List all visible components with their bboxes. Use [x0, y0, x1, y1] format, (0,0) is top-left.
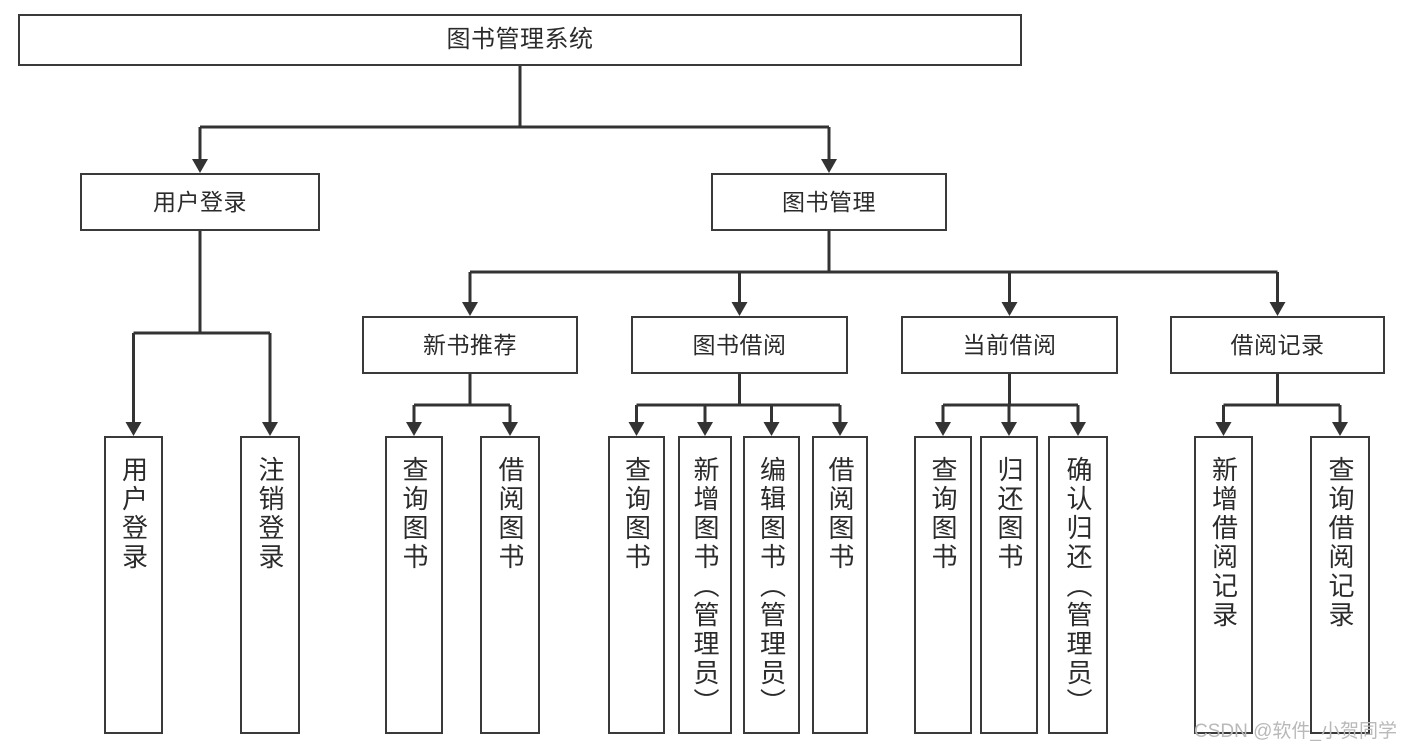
- node-book-management[interactable]: 图书管理: [711, 173, 947, 231]
- leaf-borrow-book-recommend-label: 借阅图书: [495, 456, 525, 572]
- leaf-return-book-label: 归还图书: [994, 456, 1024, 572]
- node-root[interactable]: 图书管理系统: [18, 14, 1022, 66]
- leaf-add-borrow-record-label: 新增借阅记录: [1208, 456, 1239, 630]
- node-borrow-record-label: 借阅记录: [1230, 331, 1325, 358]
- leaf-borrow-book[interactable]: 借阅图书: [812, 436, 868, 734]
- leaf-borrow-book-label: 借阅图书: [825, 456, 855, 572]
- node-root-label: 图书管理系统: [446, 26, 594, 54]
- node-user-login[interactable]: 用户登录: [80, 173, 320, 231]
- leaf-query-book-borrow[interactable]: 查询图书: [608, 436, 665, 734]
- leaf-query-book-current-label: 查询图书: [928, 456, 958, 572]
- node-current-borrow-label: 当前借阅: [962, 331, 1057, 358]
- leaf-logout-label: 注销登录: [255, 456, 285, 572]
- leaf-user-login[interactable]: 用户登录: [104, 436, 163, 734]
- leaf-add-book-admin-label: 新增图书（管理员）: [690, 456, 720, 717]
- leaf-confirm-return-admin[interactable]: 确认归还（管理员）: [1048, 436, 1108, 734]
- leaf-query-borrow-record-label: 查询借阅记录: [1325, 456, 1355, 630]
- node-current-borrow[interactable]: 当前借阅: [901, 316, 1118, 374]
- leaf-confirm-return-admin-label: 确认归还（管理员）: [1063, 456, 1093, 717]
- node-book-borrow-label: 图书借阅: [692, 331, 787, 358]
- node-new-book-recommend-label: 新书推荐: [423, 331, 517, 358]
- leaf-add-book-admin[interactable]: 新增图书（管理员）: [678, 436, 732, 734]
- leaf-edit-book-admin-label: 编辑图书（管理员）: [756, 456, 787, 717]
- node-book-management-label: 图书管理: [782, 188, 876, 215]
- node-book-borrow[interactable]: 图书借阅: [631, 316, 848, 374]
- leaf-query-book-recommend-label: 查询图书: [399, 456, 429, 572]
- leaf-query-borrow-record[interactable]: 查询借阅记录: [1310, 436, 1370, 734]
- leaf-borrow-book-recommend[interactable]: 借阅图书: [480, 436, 540, 734]
- node-borrow-record[interactable]: 借阅记录: [1170, 316, 1385, 374]
- leaf-logout[interactable]: 注销登录: [240, 436, 300, 734]
- leaf-edit-book-admin[interactable]: 编辑图书（管理员）: [743, 436, 800, 734]
- leaf-user-login-label: 用户登录: [118, 456, 149, 572]
- node-new-book-recommend[interactable]: 新书推荐: [362, 316, 578, 374]
- leaf-query-book-recommend[interactable]: 查询图书: [385, 436, 443, 734]
- node-user-login-label: 用户登录: [153, 188, 247, 215]
- leaf-query-book-current[interactable]: 查询图书: [914, 436, 972, 734]
- leaf-query-book-borrow-label: 查询图书: [621, 456, 652, 572]
- leaf-return-book[interactable]: 归还图书: [980, 436, 1038, 734]
- leaf-add-borrow-record[interactable]: 新增借阅记录: [1194, 436, 1253, 734]
